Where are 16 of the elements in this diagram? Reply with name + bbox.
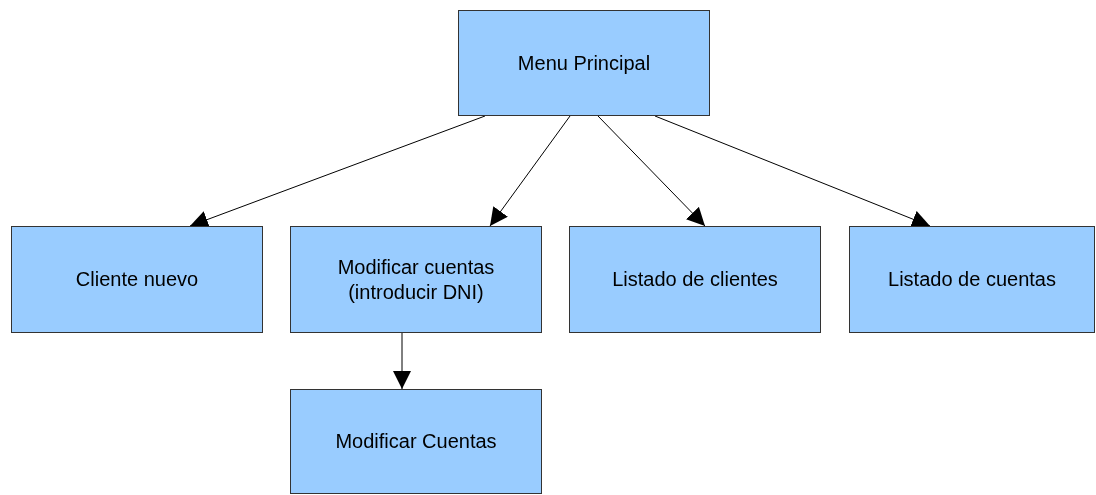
box-label: Listado de cuentas — [888, 267, 1056, 292]
process-box — [458, 10, 710, 116]
process-box — [849, 226, 1095, 333]
arrow — [654, 115, 931, 228]
process-box — [290, 226, 542, 333]
arrow — [597, 115, 706, 227]
process-box — [569, 226, 821, 333]
box-label: Modificar cuentas (introducir DNI) — [336, 254, 496, 305]
box-label: Cliente nuevo — [75, 267, 199, 292]
box-label: Listado de clientes — [612, 267, 778, 292]
arrow — [393, 332, 411, 390]
process-box — [11, 226, 263, 333]
box-label: Menu Principal — [517, 50, 651, 76]
process-box — [290, 389, 542, 494]
arrow — [489, 115, 571, 227]
box-label: Modificar Cuentas — [335, 429, 497, 454]
